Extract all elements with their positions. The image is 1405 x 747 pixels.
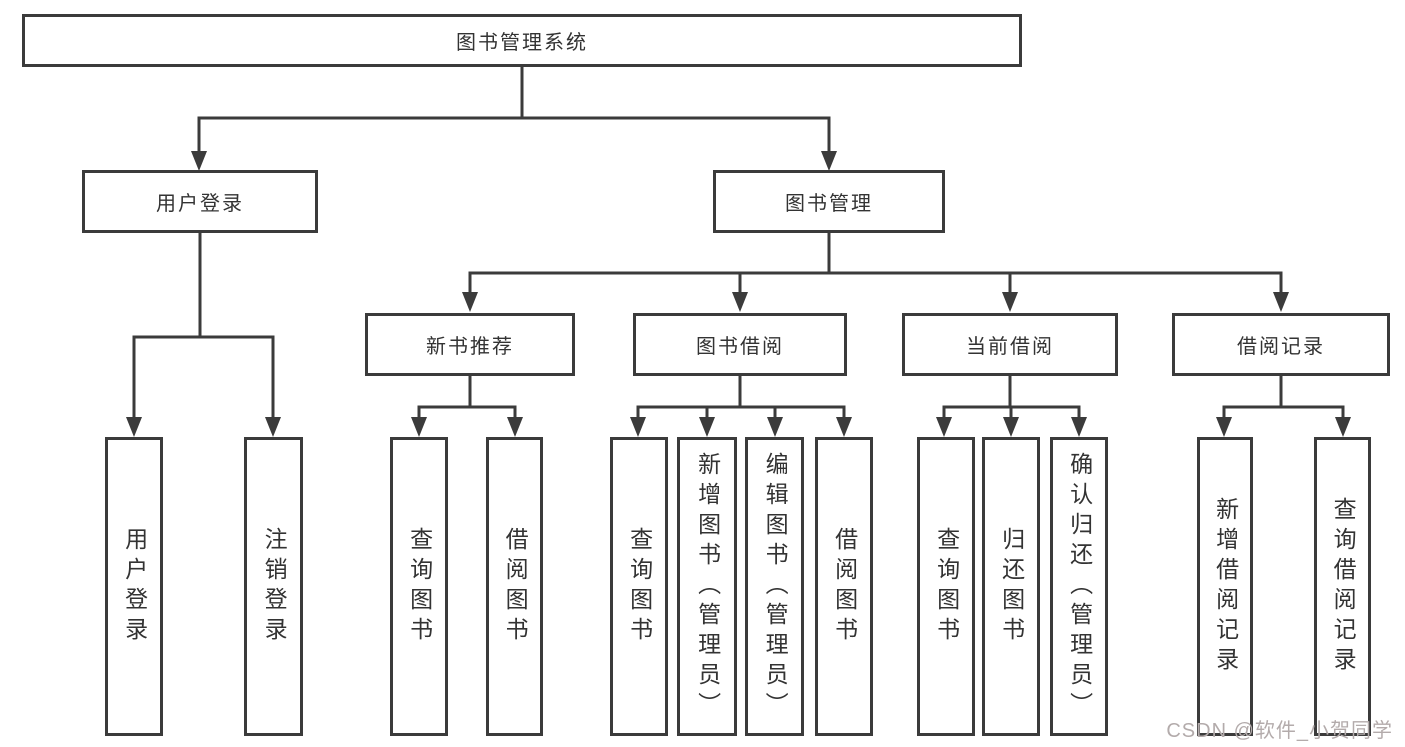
leaf-confirm-return-admin: 确认归还（管理员）	[1050, 437, 1108, 736]
leaf-edit-books-admin: 编辑图书（管理员）	[745, 437, 804, 736]
leaf-return-books: 归还图书	[982, 437, 1040, 736]
node-library-management-system: 图书管理系统	[22, 14, 1022, 67]
watermark: CSDN @软件_小贺同学	[1166, 720, 1393, 742]
leaf-query-borrow-record: 查询借阅记录	[1314, 437, 1371, 736]
node-book-management: 图书管理	[713, 170, 945, 233]
leaf-add-books-admin: 新增图书（管理员）	[677, 437, 737, 736]
leaf-logout: 注销登录	[244, 437, 303, 736]
leaf-query-books-borrow: 查询图书	[610, 437, 668, 736]
node-new-book-recommend: 新书推荐	[365, 313, 575, 376]
leaf-borrow-books-borrow: 借阅图书	[815, 437, 873, 736]
leaf-add-borrow-record: 新增借阅记录	[1197, 437, 1253, 736]
node-current-borrow: 当前借阅	[902, 313, 1118, 376]
node-user-login: 用户登录	[82, 170, 318, 233]
node-book-borrow: 图书借阅	[633, 313, 847, 376]
node-borrow-records: 借阅记录	[1172, 313, 1390, 376]
leaf-query-books-recommend: 查询图书	[390, 437, 448, 736]
leaf-borrow-books-recommend: 借阅图书	[486, 437, 543, 736]
leaf-user-login: 用户登录	[105, 437, 163, 736]
leaf-query-books-current: 查询图书	[917, 437, 975, 736]
